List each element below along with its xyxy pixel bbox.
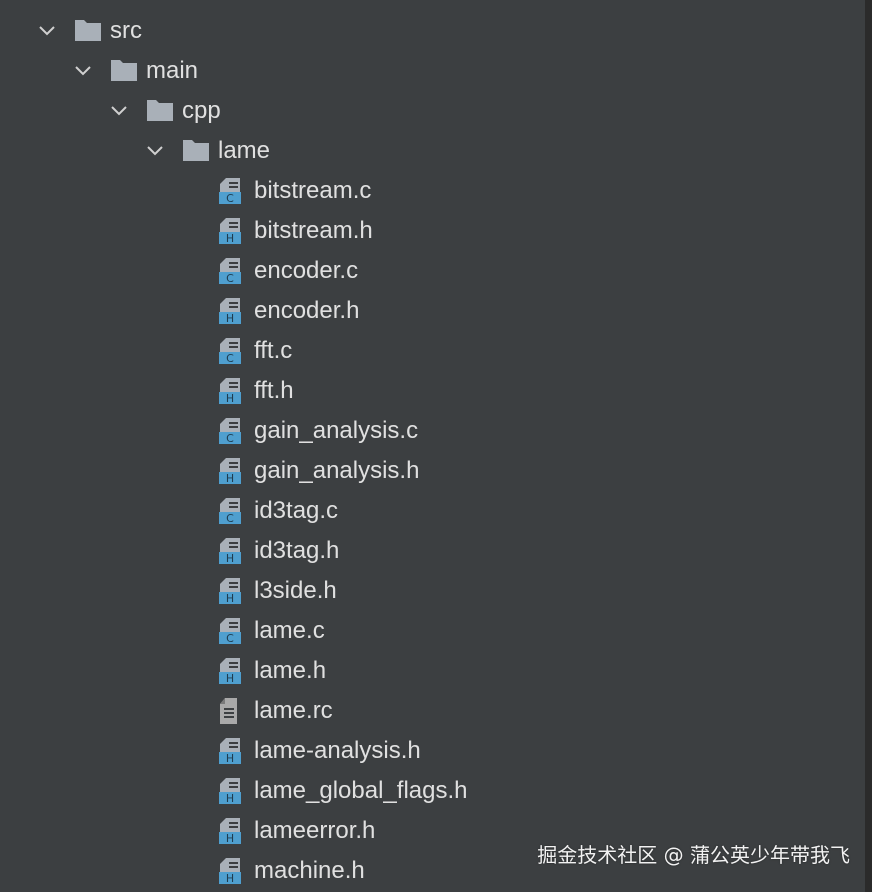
h-file-icon: H: [219, 738, 241, 765]
chevron-down-icon[interactable]: [146, 142, 164, 160]
c-file-icon: C: [219, 338, 241, 365]
tree-file-label: gain_analysis.h: [254, 457, 420, 484]
c-file-icon: C: [219, 618, 241, 645]
svg-text:H: H: [226, 592, 234, 605]
h-file-icon: H: [219, 378, 241, 405]
svg-text:C: C: [226, 632, 234, 645]
tree-folder-label: cpp: [182, 97, 221, 124]
svg-text:H: H: [226, 552, 234, 565]
tree-file-fft-h[interactable]: H fft.h: [0, 371, 860, 411]
tree-file-lame-rc[interactable]: lame.rc: [0, 691, 860, 731]
svg-text:H: H: [226, 872, 234, 885]
tree-file-label: lame-analysis.h: [254, 737, 421, 764]
tree-file-l3side-h[interactable]: H l3side.h: [0, 571, 860, 611]
tree-file-gain-analysis-h[interactable]: H gain_analysis.h: [0, 451, 860, 491]
h-file-icon: H: [219, 778, 241, 805]
tree-file-label: lame.c: [254, 617, 325, 644]
svg-text:H: H: [226, 232, 234, 245]
tree-file-bitstream-c[interactable]: C bitstream.c: [0, 171, 860, 211]
tree-file-bitstream-h[interactable]: H bitstream.h: [0, 211, 860, 251]
tree-file-label: encoder.h: [254, 297, 360, 324]
scrollbar-track[interactable]: [865, 0, 872, 892]
tree-file-label: fft.c: [254, 337, 293, 364]
tree-folder-label: main: [146, 57, 199, 84]
tree-file-label: id3tag.c: [254, 497, 339, 524]
h-file-icon: H: [219, 298, 241, 325]
h-file-icon: H: [219, 218, 241, 245]
tree-file-label: lameerror.h: [254, 817, 376, 844]
tree-file-lame-analysis-h[interactable]: H lame-analysis.h: [0, 731, 860, 771]
folder-icon: [111, 60, 137, 81]
svg-text:H: H: [226, 752, 234, 765]
h-file-icon: H: [219, 458, 241, 485]
h-file-icon: H: [219, 658, 241, 685]
tree-file-label: id3tag.h: [254, 537, 340, 564]
folder-icon: [183, 140, 209, 161]
tree-file-label: fft.h: [254, 377, 294, 404]
folder-icon: [75, 20, 101, 41]
tree-file-lame-h[interactable]: H lame.h: [0, 651, 860, 691]
chevron-down-icon[interactable]: [110, 102, 128, 120]
tree-file-label: bitstream.h: [254, 217, 373, 244]
tree-file-lame-c[interactable]: C lame.c: [0, 611, 860, 651]
tree-folder-label: src: [110, 17, 142, 44]
tree-file-label: l3side.h: [254, 577, 337, 604]
c-file-icon: C: [219, 258, 241, 285]
h-file-icon: H: [219, 858, 241, 885]
tree-file-machine-h[interactable]: H machine.h: [0, 851, 860, 891]
tree-file-encoder-h[interactable]: H encoder.h: [0, 291, 860, 331]
svg-text:H: H: [226, 832, 234, 845]
clipped-row-fragment: ‾ ‾ ‾ ‾: [118, 0, 258, 4]
project-tree[interactable]: src main cpp lame C bitstream.c H bitstr…: [0, 11, 860, 891]
tree-file-label: lame.h: [254, 657, 327, 684]
tree-file-label: lame_global_flags.h: [254, 777, 468, 804]
tree-file-label: encoder.c: [254, 257, 359, 284]
tree-folder-src[interactable]: src: [0, 11, 860, 51]
tree-file-id3tag-h[interactable]: H id3tag.h: [0, 531, 860, 571]
svg-text:C: C: [226, 512, 234, 525]
tree-file-id3tag-c[interactable]: C id3tag.c: [0, 491, 860, 531]
chevron-down-icon[interactable]: [74, 62, 92, 80]
svg-text:C: C: [226, 272, 234, 285]
tree-file-label: bitstream.c: [254, 177, 372, 204]
tree-folder-main[interactable]: main: [0, 51, 860, 91]
h-file-icon: H: [219, 818, 241, 845]
tree-file-lameerror-h[interactable]: H lameerror.h: [0, 811, 860, 851]
h-file-icon: H: [219, 578, 241, 605]
tree-file-fft-c[interactable]: C fft.c: [0, 331, 860, 371]
chevron-down-icon[interactable]: [38, 22, 56, 40]
svg-text:H: H: [226, 472, 234, 485]
tree-folder-cpp[interactable]: cpp: [0, 91, 860, 131]
c-file-icon: C: [219, 178, 241, 205]
tree-folder-label: lame: [218, 137, 271, 164]
svg-text:C: C: [226, 352, 234, 365]
c-file-icon: C: [219, 418, 241, 445]
tree-folder-lame[interactable]: lame: [0, 131, 860, 171]
c-file-icon: C: [219, 498, 241, 525]
svg-text:H: H: [226, 392, 234, 405]
tree-file-label: machine.h: [254, 857, 365, 884]
folder-icon: [147, 100, 173, 121]
svg-text:C: C: [226, 192, 234, 205]
svg-text:H: H: [226, 792, 234, 805]
tree-file-label: lame.rc: [254, 697, 333, 724]
text-file-icon: [220, 698, 237, 724]
h-file-icon: H: [219, 538, 241, 565]
tree-file-label: gain_analysis.c: [254, 417, 419, 444]
tree-file-encoder-c[interactable]: C encoder.c: [0, 251, 860, 291]
tree-file-gain-analysis-c[interactable]: C gain_analysis.c: [0, 411, 860, 451]
svg-text:H: H: [226, 312, 234, 325]
svg-text:C: C: [226, 432, 234, 445]
tree-file-lame-global-flags-h[interactable]: H lame_global_flags.h: [0, 771, 860, 811]
watermark-text: 掘金技术社区 @ 蒲公英少年带我飞: [537, 843, 850, 867]
svg-text:H: H: [226, 672, 234, 685]
